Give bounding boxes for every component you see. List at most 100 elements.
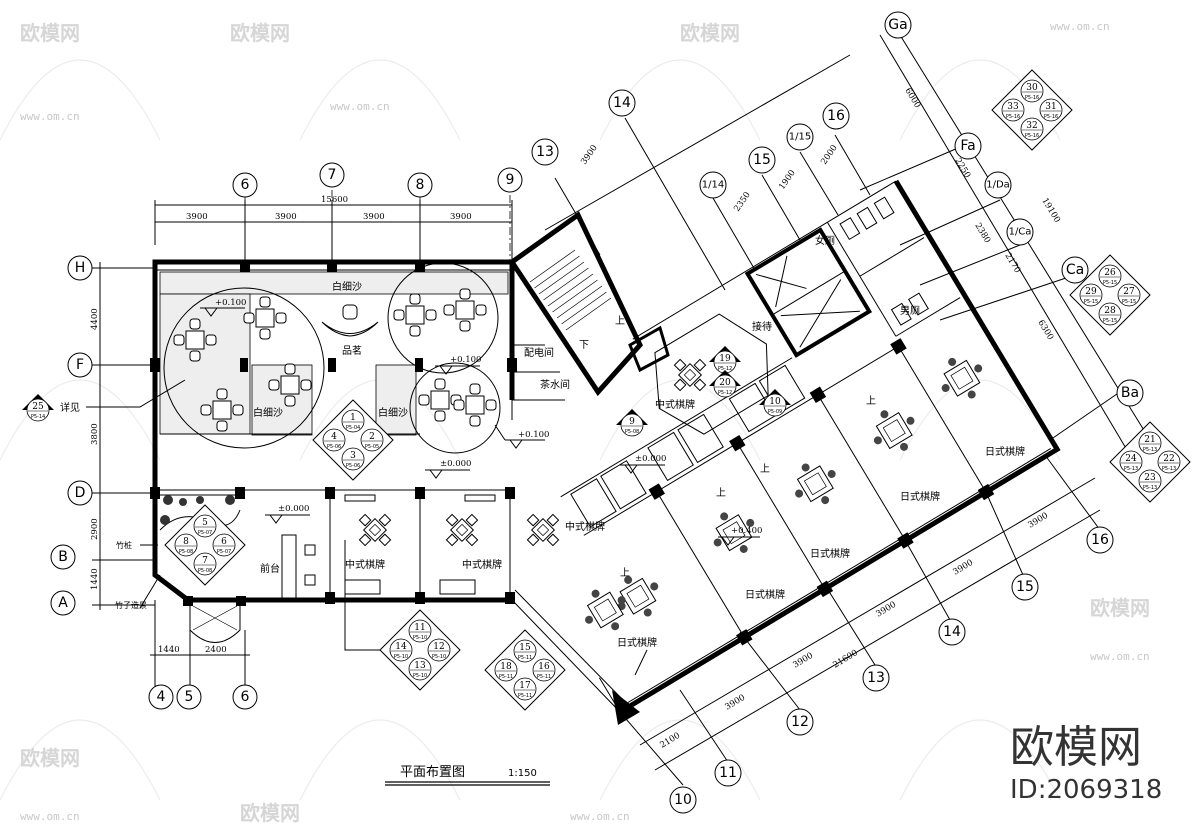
- chair: [342, 304, 358, 320]
- chair: [284, 395, 296, 407]
- chair: [469, 383, 481, 395]
- label-chinese-chess: 中式棋牌: [565, 520, 605, 533]
- table-set: [173, 318, 217, 362]
- dim-wing-bottom-total: 21600: [831, 648, 859, 671]
- japanese-table-set: [585, 589, 626, 631]
- dim-bottom: 2400: [205, 645, 227, 655]
- chair: [443, 304, 455, 316]
- label-up: 上: [866, 395, 876, 407]
- dim-top: 3900: [186, 212, 208, 222]
- dim-wing-bottom: 3900: [723, 693, 747, 713]
- cushion: [739, 544, 748, 553]
- chair: [693, 358, 707, 372]
- chair: [453, 399, 465, 411]
- grid-label-11: 11: [719, 765, 737, 781]
- index-sheet-ref: P5-11: [499, 674, 513, 680]
- label-tea-tasting: 品茗: [342, 345, 362, 357]
- cushion: [746, 518, 755, 527]
- grid-bubbles: H F D B A 6 7 8 9 4 5 6 13 14 1/14 15 1/…: [50, 11, 1144, 814]
- watermark-url: www.om.cn: [20, 810, 80, 823]
- label-front-desk: 前台: [260, 562, 280, 575]
- index-circle: [1020, 79, 1044, 103]
- chair: [304, 574, 316, 586]
- chair: [284, 363, 296, 375]
- label-bamboo-post: 竹桩: [116, 540, 132, 550]
- dimension-values: 15600 3900 3900 3900 3900 4400 3800 2900…: [90, 86, 1062, 750]
- chair: [469, 415, 481, 427]
- chair: [259, 296, 271, 308]
- chair: [465, 533, 479, 547]
- index-circle: [322, 428, 346, 452]
- elevator-shafts: [744, 227, 873, 358]
- index-sheet-ref: P5-10: [432, 654, 446, 660]
- section-sheet-ref: P5-09: [768, 409, 782, 415]
- chair: [189, 318, 201, 330]
- drawing-scale: 1:150: [508, 768, 537, 779]
- index-circle: [341, 447, 365, 471]
- index-circle: [174, 533, 198, 557]
- front-desk-counter: [281, 534, 297, 601]
- cushion: [611, 622, 620, 631]
- label-japanese-chess: 日式棋牌: [900, 490, 940, 503]
- index-number: 33: [1007, 102, 1019, 112]
- index-circle: [1079, 283, 1103, 307]
- dim-wing-top: 2000: [819, 143, 840, 166]
- chair: [393, 309, 405, 321]
- index-sheet-ref: P5-13: [1162, 466, 1176, 472]
- index-sheet-ref: P5-08: [198, 568, 212, 574]
- grid-label-8: 8: [416, 177, 425, 193]
- dim-wing-bottom: 3900: [874, 600, 898, 620]
- index-circle: [212, 533, 236, 557]
- index-number: 3: [350, 451, 356, 461]
- index-sheet-ref: P5-16: [1025, 133, 1039, 139]
- index-number: 11: [414, 623, 425, 633]
- entrance-vestibule: [189, 605, 241, 643]
- index-number: 17: [519, 681, 531, 691]
- grid-label-15: 15: [753, 152, 771, 168]
- index-sheet-ref: P5-16: [1044, 114, 1058, 120]
- cushion: [795, 489, 804, 498]
- index-circle: [1098, 264, 1122, 288]
- dim-wing-right: 2250: [952, 156, 972, 180]
- staircase: [508, 211, 670, 397]
- index-sheet-ref: P5-11: [537, 674, 551, 680]
- watermark-url: www.om.cn: [570, 810, 630, 823]
- grid-label-1-14: 1/14: [702, 180, 724, 191]
- index-number: 18: [500, 662, 512, 672]
- cushion: [650, 582, 659, 591]
- left-building: [150, 259, 707, 643]
- tea-table-sets: [173, 288, 707, 547]
- cushion: [941, 384, 950, 393]
- japanese-table-set: [795, 463, 836, 505]
- chair: [189, 350, 201, 362]
- label-up: 上: [716, 487, 726, 499]
- dim-left: 3800: [90, 423, 100, 445]
- chair: [445, 533, 459, 547]
- grid-label-5: 5: [185, 689, 194, 705]
- stair-tread: [565, 297, 612, 331]
- watermark-logo: 欧模网: [20, 746, 80, 770]
- index-circle: [1001, 98, 1025, 122]
- index-circle: [341, 409, 365, 433]
- grid-label-Ba: Ba: [1121, 385, 1139, 401]
- elevation-label: ±0.000: [278, 504, 309, 514]
- index-sheet-ref: P5-06: [346, 463, 360, 469]
- chair: [546, 513, 560, 527]
- chair: [465, 513, 479, 527]
- grid-label-7: 7: [328, 167, 337, 183]
- index-sheet-ref: P5-15: [1103, 280, 1117, 286]
- elevation-label: ±0.000: [635, 454, 666, 464]
- grid-label-14: 14: [943, 624, 961, 640]
- table-set: [268, 363, 312, 407]
- table-set: [393, 293, 437, 337]
- chair: [434, 410, 446, 422]
- index-number: 23: [1144, 473, 1156, 483]
- label-power-room: 配电间: [524, 346, 554, 359]
- index-sheet-ref: P5-04: [346, 425, 360, 431]
- chair: [526, 513, 540, 527]
- cushion: [974, 364, 983, 373]
- section-number: 9: [629, 417, 635, 427]
- section-number: 19: [719, 354, 731, 364]
